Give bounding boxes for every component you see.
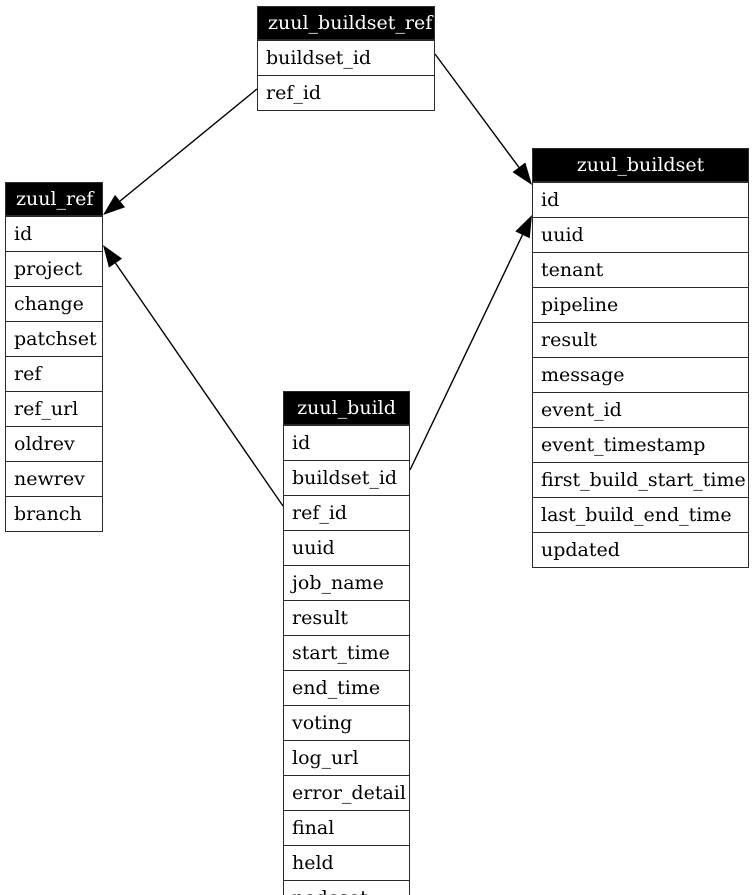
entity-title: zuul_build	[284, 392, 409, 425]
entity-field-message[interactable]: message	[533, 357, 748, 392]
relationship-buildset_ref-to-buildset	[434, 53, 532, 185]
entity-field-first-build-start-time[interactable]: first_build_start_time	[533, 462, 748, 497]
entity-field-held[interactable]: held	[284, 845, 409, 880]
relationship-build-to-buildset	[409, 215, 532, 471]
entity-field-ref-url[interactable]: ref_url	[6, 391, 102, 426]
entity-zuul-build[interactable]: zuul_build id buildset_id ref_id uuid jo…	[283, 391, 410, 895]
entity-field-newrev[interactable]: newrev	[6, 461, 102, 496]
entity-field-log-url[interactable]: log_url	[284, 740, 409, 775]
entity-field-ref-id[interactable]: ref_id	[284, 495, 409, 530]
entity-title: zuul_buildset	[533, 149, 748, 182]
entity-field-event-timestamp[interactable]: event_timestamp	[533, 427, 748, 462]
entity-field-uuid[interactable]: uuid	[533, 217, 748, 252]
entity-field-end-time[interactable]: end_time	[284, 670, 409, 705]
entity-field-oldrev[interactable]: oldrev	[6, 426, 102, 461]
entity-field-tenant[interactable]: tenant	[533, 252, 748, 287]
entity-field-result[interactable]: result	[284, 600, 409, 635]
entity-field-updated[interactable]: updated	[533, 532, 748, 567]
entity-title: zuul_ref	[6, 183, 102, 216]
entity-zuul-ref[interactable]: zuul_ref id project change patchset ref …	[5, 182, 103, 532]
entity-field-last-build-end-time[interactable]: last_build_end_time	[533, 497, 748, 532]
entity-field-patchset[interactable]: patchset	[6, 321, 102, 356]
arrowhead-icon	[103, 194, 126, 215]
entity-field-id[interactable]: id	[6, 216, 102, 251]
arrowhead-icon	[512, 162, 532, 185]
entity-field-uuid[interactable]: uuid	[284, 530, 409, 565]
entity-field-job-name[interactable]: job_name	[284, 565, 409, 600]
relationship-build-to-ref	[103, 245, 284, 507]
entity-field-id[interactable]: id	[533, 182, 748, 217]
entity-field-ref[interactable]: ref	[6, 356, 102, 391]
entity-field-event-id[interactable]: event_id	[533, 392, 748, 427]
entity-field-voting[interactable]: voting	[284, 705, 409, 740]
arrowhead-icon	[515, 215, 532, 239]
entity-field-result[interactable]: result	[533, 322, 748, 357]
entity-field-change[interactable]: change	[6, 286, 102, 321]
entity-field-project[interactable]: project	[6, 251, 102, 286]
relationship-buildset_ref-to-ref	[103, 88, 258, 215]
entity-field-ref-id[interactable]: ref_id	[258, 75, 434, 110]
entity-field-error-detail[interactable]: error_detail	[284, 775, 409, 810]
entity-field-branch[interactable]: branch	[6, 496, 102, 531]
entity-field-buildset-id[interactable]: buildset_id	[284, 460, 409, 495]
entity-field-final[interactable]: final	[284, 810, 409, 845]
entity-title: zuul_buildset_ref	[258, 7, 434, 40]
arrowhead-icon	[103, 245, 123, 268]
entity-field-pipeline[interactable]: pipeline	[533, 287, 748, 322]
entity-field-buildset-id[interactable]: buildset_id	[258, 40, 434, 75]
entity-field-start-time[interactable]: start_time	[284, 635, 409, 670]
entity-field-nodeset[interactable]: nodeset	[284, 880, 409, 895]
entity-zuul-buildset-ref[interactable]: zuul_buildset_ref buildset_id ref_id	[257, 6, 435, 111]
entity-field-id[interactable]: id	[284, 425, 409, 460]
entity-zuul-buildset[interactable]: zuul_buildset id uuid tenant pipeline re…	[532, 148, 749, 568]
